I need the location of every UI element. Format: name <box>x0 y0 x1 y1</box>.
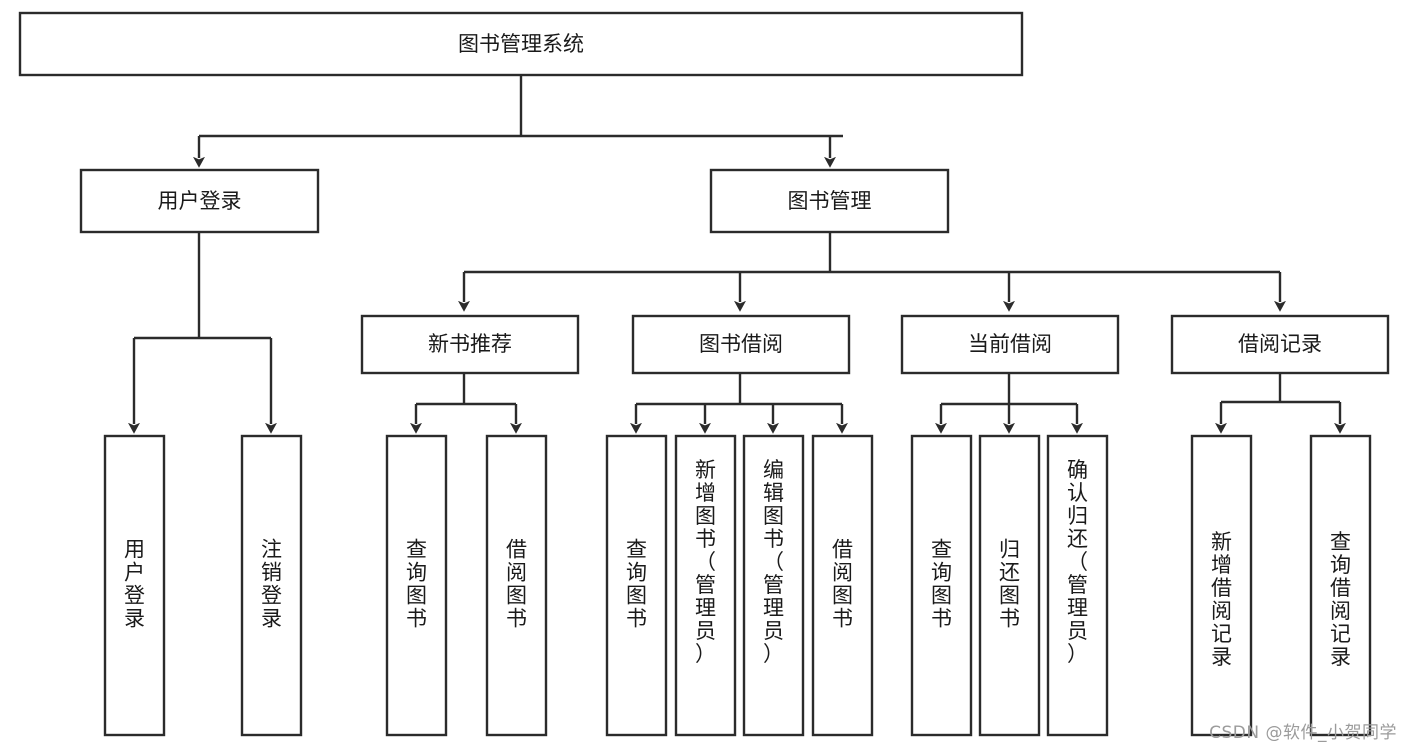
leaf-query-book-newbook-box[interactable] <box>385 434 448 737</box>
connector-root-to-level2 <box>193 75 843 168</box>
connector-userlogin-to-leaves <box>128 232 277 434</box>
leaf-add-borrow-record-box[interactable] <box>1190 434 1253 737</box>
node-borrow-record-label: 借阅记录 <box>1238 332 1322 356</box>
node-root[interactable]: 图书管理系统 <box>18 11 1024 77</box>
node-user-login-box[interactable] <box>79 168 320 234</box>
leaf-confirm-return-box[interactable] <box>1046 434 1109 737</box>
leaf-edit-book-box[interactable] <box>742 434 805 737</box>
leaf-return-book-box[interactable] <box>978 434 1041 737</box>
node-root-label: 图书管理系统 <box>458 32 584 56</box>
leaf-borrow-book-borrow[interactable]: 借阅图书 <box>811 434 874 737</box>
node-new-book-recommend-label: 新书推荐 <box>428 332 512 356</box>
leaf-borrow-book-borrow-label: 借阅图书 <box>832 538 853 631</box>
node-book-manage-label: 图书管理 <box>788 189 872 213</box>
node-new-book-recommend-box[interactable] <box>360 314 580 375</box>
leaf-query-book-newbook-label: 查询图书 <box>406 538 427 631</box>
connector-currentborrow-to-leaves <box>935 373 1083 434</box>
node-book-manage-box[interactable] <box>709 168 950 234</box>
leaf-add-borrow-record[interactable]: 新增借阅记录 <box>1190 434 1253 737</box>
node-book-borrow-label: 图书借阅 <box>699 332 783 356</box>
leaf-logout[interactable]: 注销登录 <box>240 434 303 737</box>
connector-borrowrecord-to-leaves <box>1215 373 1346 434</box>
leaf-borrow-book-newbook-label: 借阅图书 <box>506 538 527 631</box>
leaf-query-book-borrow[interactable]: 查询图书 <box>605 434 668 737</box>
leaf-add-book[interactable]: 新增图书（管理员） <box>674 434 737 737</box>
connector-bookmanage-to-level3 <box>458 232 1286 312</box>
node-borrow-record[interactable]: 借阅记录 <box>1170 314 1390 375</box>
leaf-return-book[interactable]: 归还图书 <box>978 434 1041 737</box>
leaf-edit-book-label: 编辑图书（管理员） <box>763 458 784 666</box>
node-book-manage[interactable]: 图书管理 <box>709 168 950 234</box>
node-new-book-recommend[interactable]: 新书推荐 <box>360 314 580 375</box>
leaf-borrow-book-newbook[interactable]: 借阅图书 <box>485 434 548 737</box>
leaf-query-book-current-box[interactable] <box>910 434 973 737</box>
leaf-logout-box[interactable] <box>240 434 303 737</box>
leaf-query-book-current[interactable]: 查询图书 <box>910 434 973 737</box>
leaf-borrow-book-newbook-box[interactable] <box>485 434 548 737</box>
leaf-user-login-label: 用户登录 <box>124 538 145 631</box>
leaf-borrow-book-borrow-box[interactable] <box>811 434 874 737</box>
node-book-borrow[interactable]: 图书借阅 <box>631 314 851 375</box>
leaf-return-book-label: 归还图书 <box>999 538 1020 631</box>
leaf-confirm-return[interactable]: 确认归还（管理员） <box>1046 434 1109 737</box>
node-book-borrow-box[interactable] <box>631 314 851 375</box>
leaf-add-book-box[interactable] <box>674 434 737 737</box>
leaf-add-borrow-record-label: 新增借阅记录 <box>1211 530 1232 669</box>
leaf-confirm-return-label: 确认归还（管理员） <box>1067 458 1088 666</box>
leaf-query-book-newbook[interactable]: 查询图书 <box>385 434 448 737</box>
leaf-user-login[interactable]: 用户登录 <box>103 434 166 737</box>
leaf-edit-book[interactable]: 编辑图书（管理员） <box>742 434 805 737</box>
node-current-borrow-label: 当前借阅 <box>968 332 1052 356</box>
node-root-box[interactable] <box>18 11 1024 77</box>
leaf-logout-label: 注销登录 <box>261 538 282 631</box>
connector-bookborrow-to-leaves <box>630 373 848 434</box>
node-current-borrow[interactable]: 当前借阅 <box>900 314 1120 375</box>
leaf-add-book-label: 新增图书（管理员） <box>695 458 716 666</box>
node-current-borrow-box[interactable] <box>900 314 1120 375</box>
watermark-text: CSDN @软件_小贺同学 <box>1209 723 1397 743</box>
leaf-user-login-box[interactable] <box>103 434 166 737</box>
leaf-query-borrow-record-box[interactable] <box>1309 434 1372 737</box>
node-borrow-record-box[interactable] <box>1170 314 1390 375</box>
leaf-query-borrow-record[interactable]: 查询借阅记录 <box>1309 434 1372 737</box>
connector-newbook-to-leaves <box>410 373 522 434</box>
leaf-query-book-current-label: 查询图书 <box>931 538 952 631</box>
node-user-login-label: 用户登录 <box>158 189 242 213</box>
leaf-query-borrow-record-label: 查询借阅记录 <box>1330 530 1351 669</box>
node-user-login[interactable]: 用户登录 <box>79 168 320 234</box>
leaf-query-book-borrow-box[interactable] <box>605 434 668 737</box>
leaf-query-book-borrow-label: 查询图书 <box>626 538 647 631</box>
